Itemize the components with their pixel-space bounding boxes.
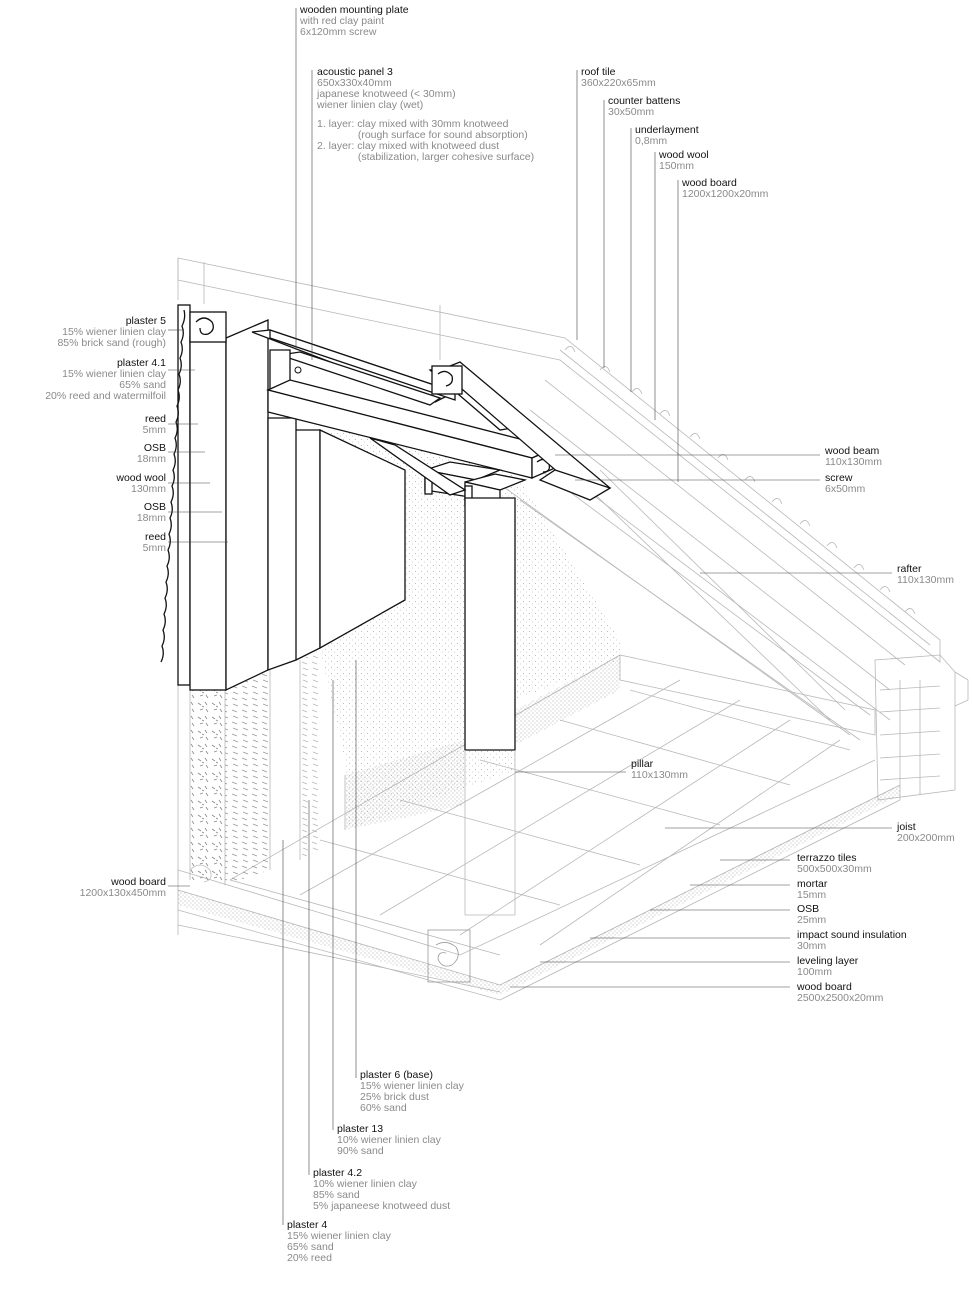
label-plaster-4: plaster 4 15% wiener linien clay 65% san… [287, 1220, 391, 1262]
label-wood-wool-roof: wood wool 150mm [659, 149, 709, 172]
label-reed-2: reed 5mm [142, 531, 166, 554]
label-plaster-4-1: plaster 4.1 15% wiener linien clay 65% s… [45, 357, 166, 402]
label-roof-tile: roof tile 360x220x65mm [581, 66, 656, 89]
label-wood-wool-wall: wood wool 130mm [116, 472, 166, 495]
label-wood-board-floor: wood board 2500x2500x20mm [797, 981, 884, 1004]
label-osb-1: OSB 18mm [136, 442, 166, 465]
label-acoustic-panel: acoustic panel 3 650x330x40mm japanese k… [317, 66, 535, 163]
label-screw: screw 6x50mm [825, 472, 866, 495]
label-plaster-4-2: plaster 4.2 10% wiener linien clay 85% s… [313, 1167, 451, 1212]
label-plaster-5: plaster 5 15% wiener linien clay 85% bri… [57, 315, 166, 349]
label-counter-battens: counter battens 30x50mm [608, 95, 681, 118]
label-reed-1: reed 5mm [142, 413, 166, 436]
label-plaster-13: plaster 13 10% wiener linien clay 90% sa… [337, 1123, 441, 1157]
floor-ghost [177, 654, 901, 1001]
label-wood-beam: wood beam 110x130mm [825, 445, 883, 468]
label-joist: joist 200x200mm [897, 821, 955, 844]
label-underlayment: underlayment 0,8mm [635, 124, 699, 147]
label-wooden-mounting-plate: wooden mounting plate with red clay pain… [300, 4, 409, 38]
leader-lines [168, 8, 892, 1225]
label-mortar: mortar 15mm [797, 878, 828, 901]
label-wood-board-roof: wood board 1200x1200x20mm [682, 177, 769, 200]
label-impact-sound-insulation: impact sound insulation 30mm [797, 929, 907, 952]
label-terrazzo-tiles: terrazzo tiles 500x500x30mm [797, 852, 872, 875]
label-pillar: pillar 110x130mm [631, 758, 689, 781]
roof-ghost [177, 257, 969, 801]
beam-assembly [251, 329, 612, 916]
label-osb-2: OSB 18mm [136, 501, 166, 524]
label-wood-board-wall: wood board 1200x130x450mm [79, 876, 166, 899]
label-leveling-layer: leveling layer 100mm [797, 955, 859, 978]
label-rafter: rafter 110x130mm [897, 563, 955, 586]
label-osb-floor: OSB 25mm [797, 903, 827, 926]
label-plaster-6: plaster 6 (base) 15% wiener linien clay … [360, 1069, 464, 1114]
